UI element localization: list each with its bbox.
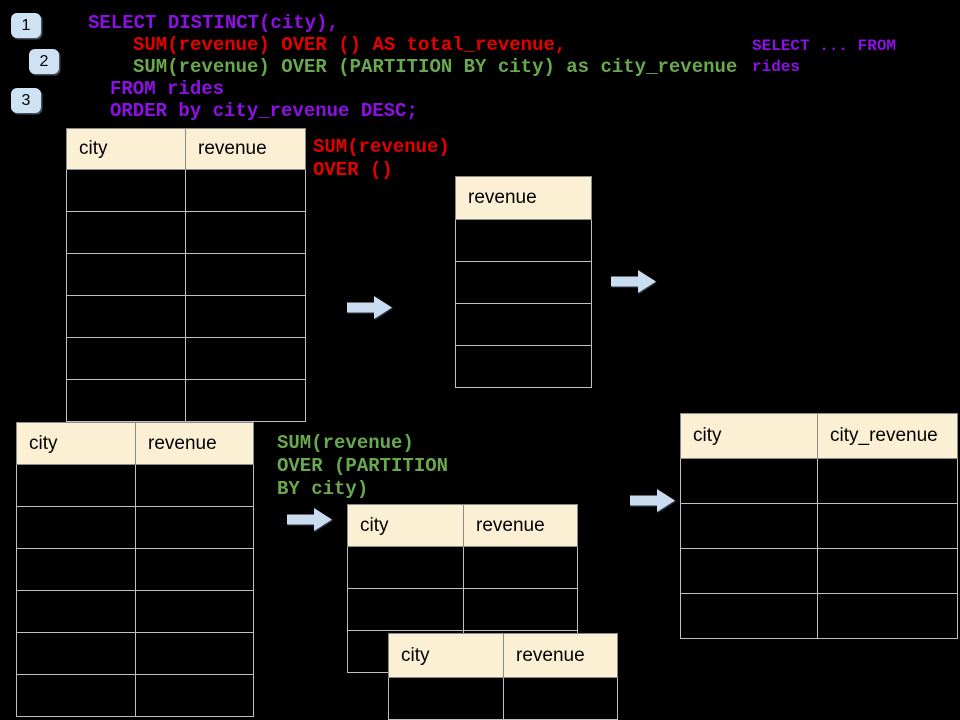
column-header: city bbox=[66, 128, 186, 170]
table-cell bbox=[455, 303, 592, 346]
table-cell bbox=[817, 548, 958, 594]
table-cell bbox=[135, 632, 254, 675]
sql-side-note: SELECT ... FROM rides bbox=[752, 37, 897, 76]
step-badge-1: 1 bbox=[11, 13, 41, 38]
table-cell bbox=[185, 169, 306, 212]
table-cell bbox=[455, 219, 592, 262]
table-cell bbox=[455, 345, 592, 388]
table-row bbox=[347, 546, 578, 589]
table-cell bbox=[817, 593, 958, 639]
table-cell bbox=[66, 253, 186, 296]
table-cell bbox=[135, 590, 254, 633]
sql-code-line: SELECT DISTINCT(city), bbox=[88, 12, 339, 34]
table-cell bbox=[66, 379, 186, 422]
table-row bbox=[66, 337, 306, 380]
table-cell bbox=[16, 674, 136, 717]
table-row bbox=[680, 503, 958, 549]
table-cell bbox=[455, 261, 592, 304]
table-row bbox=[16, 632, 254, 675]
table-cell bbox=[347, 588, 464, 631]
column-header: city bbox=[16, 422, 136, 465]
table-cell bbox=[817, 458, 958, 504]
table-cell bbox=[16, 590, 136, 633]
annotation-partition-window: SUM(revenue) OVER (PARTITION BY city) bbox=[277, 432, 449, 500]
table-row bbox=[66, 379, 306, 422]
table-row bbox=[347, 588, 578, 631]
table-cell bbox=[680, 593, 818, 639]
flow-arrow-right-icon bbox=[630, 489, 675, 512]
table-cell bbox=[185, 253, 306, 296]
table-cell bbox=[185, 379, 306, 422]
table-row bbox=[680, 593, 958, 639]
table-row bbox=[66, 253, 306, 296]
table-cell bbox=[185, 295, 306, 338]
table-row bbox=[16, 548, 254, 591]
table-row bbox=[455, 261, 592, 304]
table-cell bbox=[16, 506, 136, 549]
column-header: revenue bbox=[503, 633, 618, 678]
table-row bbox=[455, 219, 592, 262]
table-cell bbox=[185, 211, 306, 254]
column-header: city bbox=[347, 504, 464, 547]
column-header: revenue bbox=[185, 128, 306, 170]
table-cell bbox=[463, 546, 578, 589]
flow-arrow-right-icon bbox=[611, 270, 656, 293]
column-header: city bbox=[388, 633, 504, 678]
table-cell bbox=[16, 464, 136, 507]
column-header: city_revenue bbox=[817, 413, 958, 459]
sql-query-code: SELECT DISTINCT(city),SUM(revenue) OVER … bbox=[88, 12, 737, 122]
sql-code-line: FROM rides bbox=[110, 78, 225, 100]
table-cell bbox=[347, 546, 464, 589]
flow-arrow-right-icon bbox=[287, 508, 332, 531]
table-cell bbox=[66, 295, 186, 338]
sql-code-line: SUM(revenue) OVER () AS total_revenue, bbox=[133, 34, 567, 56]
table-cell bbox=[135, 464, 254, 507]
table-cell bbox=[680, 503, 818, 549]
table-cell bbox=[66, 337, 186, 380]
table-cell bbox=[135, 506, 254, 549]
step-badge-2: 2 bbox=[29, 49, 59, 74]
table-row bbox=[66, 211, 306, 254]
flow-arrow-right-icon bbox=[347, 296, 392, 319]
annotation-total-window: SUM(revenue) OVER () bbox=[313, 136, 450, 181]
table-row bbox=[66, 169, 306, 212]
table-total-result: revenue bbox=[455, 176, 592, 388]
table-cell bbox=[503, 677, 618, 720]
sql-code-line: ORDER by city_revenue DESC; bbox=[110, 100, 418, 122]
table-cell bbox=[66, 211, 186, 254]
table-cell bbox=[135, 674, 254, 717]
table-cell bbox=[388, 677, 504, 720]
column-header: revenue bbox=[463, 504, 578, 547]
table-cell bbox=[66, 169, 186, 212]
table-cell bbox=[16, 548, 136, 591]
table-row bbox=[66, 295, 306, 338]
table-cell bbox=[463, 588, 578, 631]
table-row bbox=[16, 506, 254, 549]
table-row bbox=[680, 458, 958, 504]
table-cell bbox=[680, 548, 818, 594]
table-row bbox=[680, 548, 958, 594]
table-row bbox=[388, 677, 618, 720]
table-row bbox=[16, 674, 254, 717]
table-cell bbox=[680, 458, 818, 504]
step-badge-3: 3 bbox=[11, 88, 41, 113]
table-row bbox=[16, 590, 254, 633]
sql-code-line: SUM(revenue) OVER (PARTITION BY city) as… bbox=[133, 56, 738, 78]
table-cell bbox=[135, 548, 254, 591]
table-row bbox=[16, 464, 254, 507]
column-header: revenue bbox=[455, 176, 592, 220]
table-cell bbox=[16, 632, 136, 675]
table-row bbox=[455, 303, 592, 346]
table-cell bbox=[185, 337, 306, 380]
column-header: revenue bbox=[135, 422, 254, 465]
table-row bbox=[455, 345, 592, 388]
table-cell bbox=[817, 503, 958, 549]
column-header: city bbox=[680, 413, 818, 459]
